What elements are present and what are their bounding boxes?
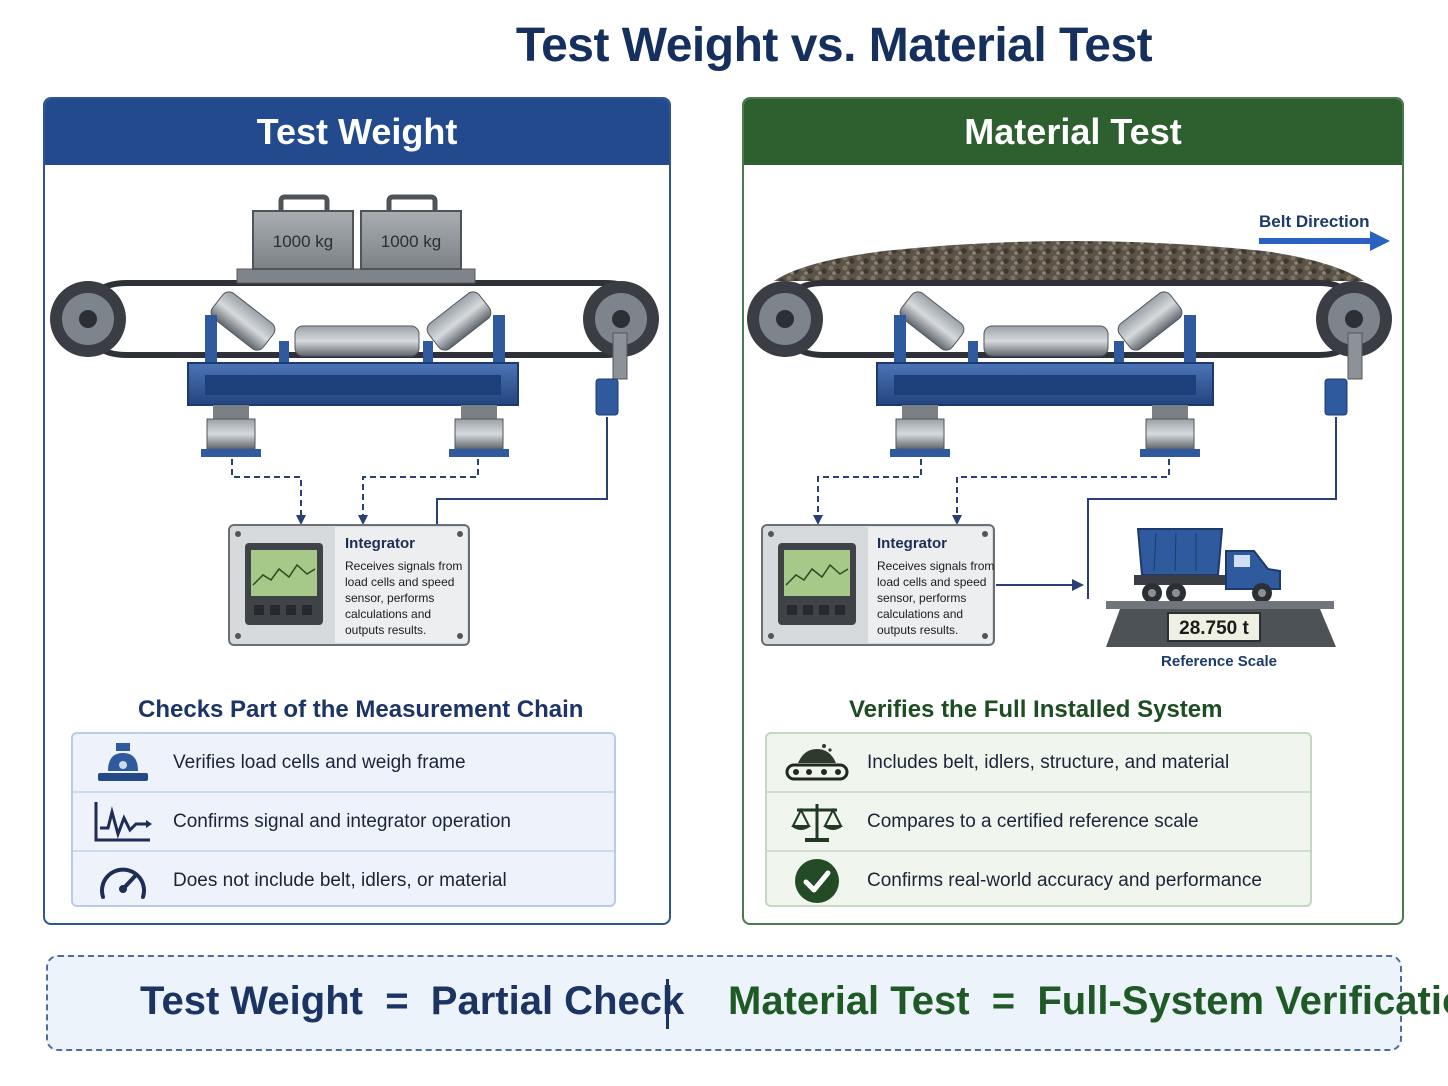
head-pulley xyxy=(50,281,126,357)
reference-scale-label: Reference Scale xyxy=(1161,653,1277,670)
gauge-icon xyxy=(73,852,173,909)
weight-label: 1000 kg xyxy=(273,232,334,251)
material-test-header: Material Test xyxy=(744,99,1402,165)
integrator-unit: Integrator Receives signals from load ce… xyxy=(228,524,470,646)
weigh-frame xyxy=(187,362,519,406)
speed-sensor xyxy=(1324,332,1363,416)
page-title: Test Weight vs. Material Test xyxy=(515,19,1153,72)
bulk-material xyxy=(774,241,1364,281)
material-test-panel: Material Test Belt Direction xyxy=(742,97,1404,925)
signal-wave-icon xyxy=(73,793,173,850)
left-section-title: Checks Part of the Measurement Chain xyxy=(138,696,584,723)
integrator-desc-line: Receives signals from xyxy=(877,559,994,573)
integrator-desc-line: Receives signals from xyxy=(345,559,462,573)
load-cell-icon xyxy=(73,734,173,791)
item-text: Compares to a certified reference scale xyxy=(867,810,1199,832)
left-checklist: Verifies load cells and weigh frame Conf… xyxy=(71,732,616,907)
tail-pulley xyxy=(1316,281,1392,357)
right-checklist: Includes belt, idlers, structure, and ma… xyxy=(765,732,1312,907)
idler-set xyxy=(205,291,505,375)
conveyor-material-icon xyxy=(767,734,867,791)
list-item: Does not include belt, idlers, or materi… xyxy=(73,850,614,909)
test-weight-block: 1000 kg xyxy=(360,194,462,270)
item-text: Verifies load cells and weigh frame xyxy=(173,751,466,773)
integrator-title: Integrator xyxy=(877,535,947,552)
load-cell xyxy=(201,405,261,457)
dump-truck xyxy=(1134,528,1281,603)
integrator-desc-line: outputs results. xyxy=(345,623,426,637)
test-weight-diagram: 1000 kg 1000 kg xyxy=(50,194,659,646)
summary-right: Material Test = Full-System Verification xyxy=(728,979,1448,1023)
tail-pulley xyxy=(583,281,659,357)
integrator-desc-line: sensor, performs xyxy=(345,591,434,605)
summary-divider xyxy=(666,979,669,1029)
integrator-desc-line: calculations and xyxy=(345,607,431,621)
load-cell xyxy=(890,405,950,457)
belt-direction-label: Belt Direction xyxy=(1259,212,1370,231)
integrator-unit: Integrator Receives signals from load ce… xyxy=(761,524,995,646)
material-test-diagram: Belt Direction xyxy=(747,212,1392,670)
test-weight-block: 1000 kg xyxy=(252,194,354,270)
list-item: Verifies load cells and weigh frame xyxy=(73,734,614,791)
integrator-desc-line: calculations and xyxy=(877,607,963,621)
list-item: Confirms real-world accuracy and perform… xyxy=(767,850,1310,909)
integrator-desc-line: outputs results. xyxy=(877,623,958,637)
scale-reading: 28.750 t xyxy=(1179,618,1249,639)
belt-direction-arrow xyxy=(1259,231,1390,251)
item-text: Confirms real-world accuracy and perform… xyxy=(867,869,1262,891)
weight-label: 1000 kg xyxy=(381,232,442,251)
reference-scale: 28.750 t xyxy=(1106,601,1336,647)
right-section-title: Verifies the Full Installed System xyxy=(849,696,1223,723)
head-pulley xyxy=(747,281,823,357)
integrator-title: Integrator xyxy=(345,535,415,552)
item-text: Does not include belt, idlers, or materi… xyxy=(173,869,507,891)
balance-scale-icon xyxy=(767,793,867,850)
summary-banner: Test Weight = Partial Check Material Tes… xyxy=(46,955,1448,1051)
check-circle-icon xyxy=(767,852,867,909)
item-text: Includes belt, idlers, structure, and ma… xyxy=(867,751,1230,773)
integrator-desc-line: load cells and speed xyxy=(877,575,986,589)
summary-left: Test Weight = Partial Check xyxy=(140,979,685,1023)
integrator-desc-line: load cells and speed xyxy=(345,575,454,589)
list-item: Confirms signal and integrator operation xyxy=(73,791,614,850)
speed-sensor xyxy=(595,332,628,416)
list-item: Includes belt, idlers, structure, and ma… xyxy=(767,734,1310,791)
integrator-desc-line: sensor, performs xyxy=(877,591,966,605)
idler-set xyxy=(894,291,1196,375)
item-text: Confirms signal and integrator operation xyxy=(173,810,511,832)
test-weight-panel: Test Weight 1000 kg xyxy=(43,97,671,925)
load-cell xyxy=(1140,405,1200,457)
load-cell xyxy=(449,405,509,457)
test-weight-header: Test Weight xyxy=(45,99,669,165)
list-item: Compares to a certified reference scale xyxy=(767,791,1310,850)
weigh-frame xyxy=(876,362,1214,406)
